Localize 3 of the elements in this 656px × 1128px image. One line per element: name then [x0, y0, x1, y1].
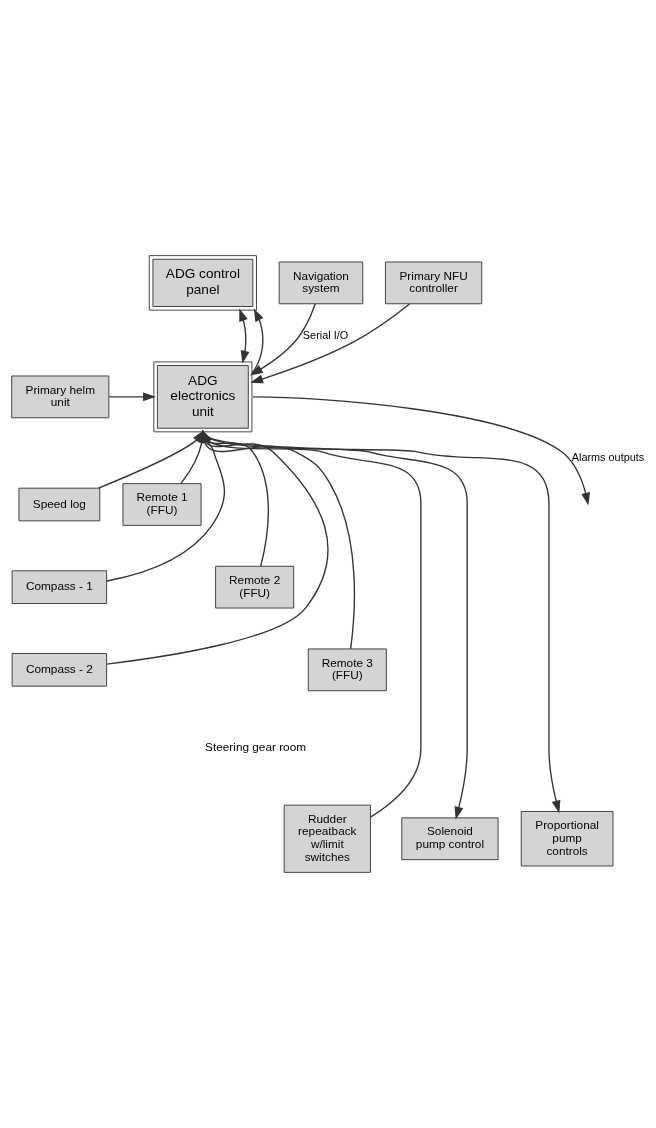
- edge-label: Serial I/O: [302, 328, 349, 341]
- label: Steering gear room: [205, 740, 307, 755]
- edge-label: Alarms outputs: [571, 450, 645, 463]
